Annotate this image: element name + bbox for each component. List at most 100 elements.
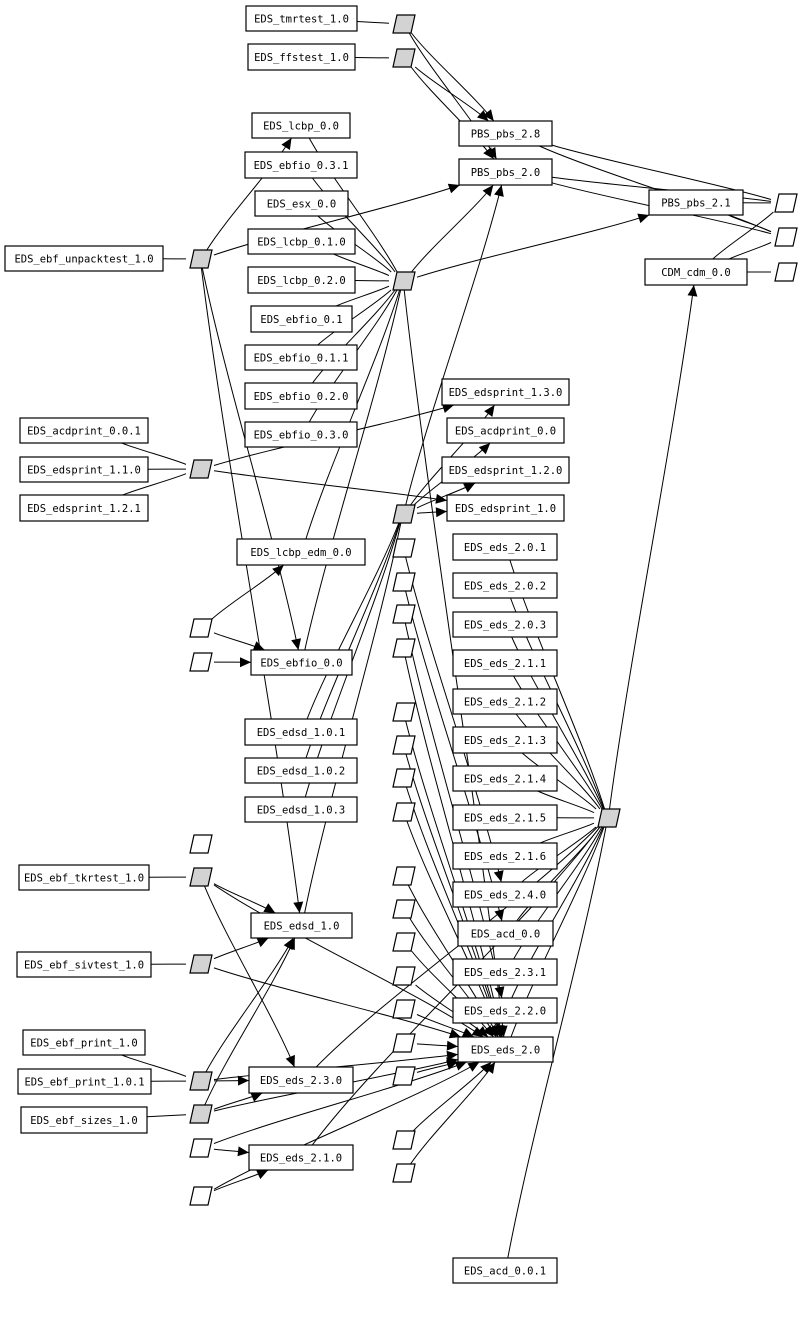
junction-j-left-4[interactable] xyxy=(189,1138,213,1158)
package-node-eds-edsd-1-0-1[interactable]: EDS_edsd_1.0.1 xyxy=(244,718,358,746)
package-node-eds-ebf-unpacktest-1-0[interactable]: EDS_ebf_unpacktest_1.0 xyxy=(4,245,164,272)
package-node-eds-ebf-sivtest-1-0[interactable]: EDS_ebf_sivtest_1.0 xyxy=(16,951,152,978)
junction-j-mid-5[interactable] xyxy=(392,702,416,722)
package-node-eds-eds-2-0-3[interactable]: EDS_eds_2.0.3 xyxy=(452,611,558,638)
junction-j-mid-14[interactable] xyxy=(392,1033,416,1053)
junction-j-print[interactable] xyxy=(189,1071,213,1091)
package-node-label: EDS_eds_2.1.6 xyxy=(464,851,546,863)
package-node-eds-acd-0-0-1[interactable]: EDS_acd_0.0.1 xyxy=(452,1257,558,1284)
package-node-eds-eds-2-1-3[interactable]: EDS_eds_2.1.3 xyxy=(452,726,558,754)
junction-j-cdm-r[interactable] xyxy=(774,262,798,282)
junction-j-mid-7[interactable] xyxy=(392,768,416,788)
package-node-eds-eds-2-3-1[interactable]: EDS_eds_2.3.1 xyxy=(452,958,558,986)
junction-j-left-5[interactable] xyxy=(189,1186,213,1206)
arrowhead-eds-eds-2-1-0 xyxy=(237,1146,249,1157)
package-node-eds-ebfio-0-0[interactable]: EDS_ebfio_0.0 xyxy=(250,649,353,676)
package-node-eds-eds-2-1-0[interactable]: EDS_eds_2.1.0 xyxy=(248,1144,354,1171)
package-node-eds-eds-2-0[interactable]: EDS_eds_2.0 xyxy=(457,1036,554,1063)
junction-j-sizes[interactable] xyxy=(189,1104,213,1124)
package-node-eds-tmrtest-1-0[interactable]: EDS_tmrtest_1.0 xyxy=(245,5,358,32)
package-node-eds-esx-0-0[interactable]: EDS_esx_0.0 xyxy=(254,190,349,217)
package-node-label: EDS_eds_2.0.2 xyxy=(464,581,546,593)
package-node-eds-acdprint-0-0-1[interactable]: EDS_acdprint_0.0.1 xyxy=(19,417,149,444)
junction-j-mid-17[interactable] xyxy=(392,1163,416,1183)
package-node-eds-edsd-1-0-2[interactable]: EDS_edsd_1.0.2 xyxy=(244,757,358,784)
package-node-eds-edsd-1-0[interactable]: EDS_edsd_1.0 xyxy=(250,912,353,939)
junction-j-mid-1[interactable] xyxy=(392,538,416,558)
package-node-box xyxy=(247,228,356,255)
junction-j-mid-13[interactable] xyxy=(392,999,416,1019)
package-node-eds-ebfio-0-1[interactable]: EDS_ebfio_0.1 xyxy=(250,305,353,333)
package-node-eds-eds-2-2-0[interactable]: EDS_eds_2.2.0 xyxy=(452,997,558,1024)
package-node-eds-eds-2-1-4[interactable]: EDS_eds_2.1.4 xyxy=(452,765,558,792)
package-node-eds-eds-2-4-0[interactable]: EDS_eds_2.4.0 xyxy=(452,881,558,908)
junction-j-edsprint-left[interactable] xyxy=(189,459,213,479)
junction-j-mid-15[interactable] xyxy=(392,1066,416,1086)
package-node-eds-ffstest-1-0[interactable]: EDS_ffstest_1.0 xyxy=(247,43,356,71)
package-node-eds-acdprint-0-0[interactable]: EDS_acdprint_0.0 xyxy=(446,417,565,444)
junction-j-left-2[interactable] xyxy=(189,652,213,672)
package-node-eds-lcbp-edm-0-0[interactable]: EDS_lcbp_edm_0.0 xyxy=(236,538,366,566)
package-node-cdm-cdm-0-0[interactable]: CDM_cdm_0.0 xyxy=(644,258,748,286)
package-node-pbs-pbs-2-1[interactable]: PBS_pbs_2.1 xyxy=(648,189,744,216)
package-node-label: EDS_ebfio_0.3.0 xyxy=(254,430,349,442)
junction-j-pbs-r1[interactable] xyxy=(774,193,798,213)
package-node-eds-acd-0-0[interactable]: EDS_acd_0.0 xyxy=(457,920,554,947)
package-node-eds-edsprint-1-2-0[interactable]: EDS_edsprint_1.2.0 xyxy=(441,456,570,484)
package-node-eds-ebf-sizes-1-0[interactable]: EDS_ebf_sizes_1.0 xyxy=(20,1106,148,1134)
package-node-eds-ebfio-0-3-0[interactable]: EDS_ebfio_0.3.0 xyxy=(244,421,358,448)
package-node-eds-edsprint-1-3-0[interactable]: EDS_edsprint_1.3.0 xyxy=(441,378,570,406)
package-node-eds-ebfio-0-2-0[interactable]: EDS_ebfio_0.2.0 xyxy=(244,382,358,410)
package-node-eds-ebf-print-1-0-1[interactable]: EDS_ebf_print_1.0.1 xyxy=(17,1068,152,1095)
package-node-eds-edsprint-1-0[interactable]: EDS_edsprint_1.0 xyxy=(446,494,565,522)
package-node-eds-eds-2-1-2[interactable]: EDS_eds_2.1.2 xyxy=(452,688,558,715)
junction-j-unpacktest[interactable] xyxy=(189,249,213,269)
package-node-box xyxy=(644,258,748,286)
edge-j-ebfio-group-to-pbs-pbs-2-1 xyxy=(416,214,650,278)
junction-j-mid-2[interactable] xyxy=(392,572,416,592)
junction-j-eds-hub[interactable] xyxy=(597,808,621,828)
junction-j-mid-8[interactable] xyxy=(392,802,416,822)
package-node-eds-edsd-1-0-3[interactable]: EDS_edsd_1.0.3 xyxy=(244,796,358,823)
package-node-pbs-pbs-2-8[interactable]: PBS_pbs_2.8 xyxy=(458,120,553,147)
package-node-eds-eds-2-3-0[interactable]: EDS_eds_2.3.0 xyxy=(248,1066,354,1094)
package-node-eds-eds-2-1-5[interactable]: EDS_eds_2.1.5 xyxy=(452,804,558,831)
package-node-eds-eds-2-1-1[interactable]: EDS_eds_2.1.1 xyxy=(452,649,558,677)
junction-j-mid-12[interactable] xyxy=(392,966,416,986)
junction-j-mid-6[interactable] xyxy=(392,735,416,755)
package-node-label: PBS_pbs_2.1 xyxy=(661,198,731,210)
junction-j-pbs-r2[interactable] xyxy=(774,227,798,247)
junction-j-mid-3[interactable] xyxy=(392,604,416,624)
package-node-pbs-pbs-2-0[interactable]: PBS_pbs_2.0 xyxy=(458,158,553,186)
junction-j-left-3[interactable] xyxy=(189,834,213,854)
junction-j-left-1[interactable] xyxy=(189,618,213,638)
package-node-label: EDS_ebfio_0.2.0 xyxy=(254,391,349,403)
junction-j-tkrtest[interactable] xyxy=(189,867,213,887)
package-node-box xyxy=(452,842,558,870)
package-node-eds-edsprint-1-1-0[interactable]: EDS_edsprint_1.1.0 xyxy=(19,456,149,483)
package-node-eds-lcbp-0-2-0[interactable]: EDS_lcbp_0.2.0 xyxy=(247,266,356,294)
package-node-box xyxy=(22,1029,146,1056)
junction-j-edsprint-mid[interactable] xyxy=(392,504,416,524)
package-node-eds-lcbp-0-0[interactable]: EDS_lcbp_0.0 xyxy=(251,112,351,139)
junction-j-ffstest[interactable] xyxy=(392,48,416,68)
junction-j-sivtest[interactable] xyxy=(189,954,213,974)
junction-j-ebfio-group[interactable] xyxy=(392,271,416,291)
junction-j-mid-10[interactable] xyxy=(392,899,416,919)
package-node-eds-ebf-print-1-0[interactable]: EDS_ebf_print_1.0 xyxy=(22,1029,146,1056)
package-node-eds-edsprint-1-2-1[interactable]: EDS_edsprint_1.2.1 xyxy=(19,494,149,522)
package-node-eds-ebfio-0-1-1[interactable]: EDS_ebfio_0.1.1 xyxy=(244,344,358,371)
junction-j-mid-16[interactable] xyxy=(392,1130,416,1150)
package-node-eds-eds-2-0-2[interactable]: EDS_eds_2.0.2 xyxy=(452,572,558,599)
junction-j-tmrtest[interactable] xyxy=(392,14,416,34)
package-node-eds-lcbp-0-1-0[interactable]: EDS_lcbp_0.1.0 xyxy=(247,228,356,255)
package-node-eds-ebf-tkrtest-1-0[interactable]: EDS_ebf_tkrtest_1.0 xyxy=(18,864,150,891)
package-node-eds-eds-2-1-6[interactable]: EDS_eds_2.1.6 xyxy=(452,842,558,870)
junction-j-mid-9[interactable] xyxy=(392,866,416,886)
package-node-eds-eds-2-0-1[interactable]: EDS_eds_2.0.1 xyxy=(452,533,558,561)
junction-j-mid-4[interactable] xyxy=(392,638,416,658)
package-node-label: EDS_edsd_1.0.2 xyxy=(257,766,346,778)
junction-j-mid-11[interactable] xyxy=(392,932,416,952)
package-node-eds-ebfio-0-3-1[interactable]: EDS_ebfio_0.3.1 xyxy=(244,151,358,179)
package-node-box xyxy=(254,190,349,217)
